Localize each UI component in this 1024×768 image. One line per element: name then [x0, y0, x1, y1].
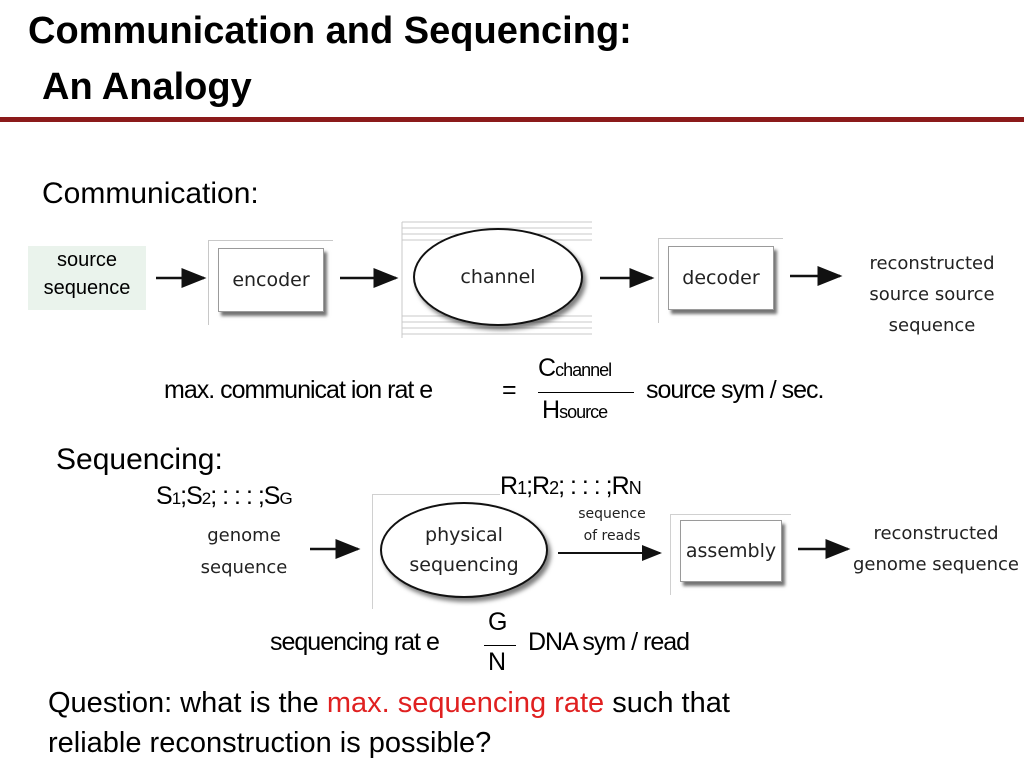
channel-ellipse: channel [413, 228, 583, 326]
source-sequence-box: source sequence [28, 246, 146, 310]
comm-formula-lhs: max. communicat ion rat e [164, 376, 433, 404]
reads-line2: of reads [583, 528, 641, 544]
decoder-frame [658, 238, 783, 323]
genome-sequence-label: genome sequence [190, 520, 298, 584]
source-label-line2: sequence [43, 277, 131, 299]
reconstructed-source-line2: source source sequence [869, 284, 995, 336]
seq-formula-numerator: G [488, 608, 507, 636]
comm-formula-equals: = [502, 376, 517, 404]
reconstructed-genome-line1: reconstructed [873, 523, 999, 544]
sequencing-heading: Sequencing: [56, 443, 223, 476]
reconstructed-genome-label: reconstructed genome sequence [852, 518, 1020, 580]
genome-sg: S [263, 482, 281, 510]
genome-dots: ; : : : ; [210, 482, 265, 510]
reconstructed-genome-line2: genome sequence [853, 554, 1019, 575]
question-line2: reliable reconstruction is possible? [48, 727, 492, 759]
assembly-box: assembly [680, 520, 782, 582]
seq-formula-rhs: DNA sym / read [528, 628, 690, 656]
slide-title-line2: An Analogy [42, 66, 252, 108]
read-dots: ; : : : ; [558, 472, 613, 500]
read-rn: R [611, 472, 630, 500]
sequence-of-reads-label: sequence of reads [566, 503, 658, 547]
comm-den-sub: source [559, 402, 608, 422]
comm-formula-denominator: Hsource [542, 396, 608, 425]
encoder-label: encoder [232, 269, 310, 291]
slide-title-line1: Communication and Sequencing: [28, 10, 632, 52]
reconstructed-source-label: reconstructed source source sequence [850, 248, 1014, 341]
communication-heading: Communication: [42, 177, 259, 210]
genome-sg-sub: G [279, 489, 292, 508]
comm-num-main: C [538, 354, 556, 382]
genome-s1-sub: 1 [171, 489, 182, 508]
assembly-label: assembly [685, 540, 777, 562]
question-highlight: max. sequencing rate [326, 687, 605, 719]
comm-formula-rhs: source sym / sec. [646, 376, 824, 404]
channel-label: channel [460, 266, 536, 288]
comm-formula-fraction-bar [538, 392, 634, 393]
read-r1: R [500, 472, 518, 500]
genome-line2: sequence [200, 557, 288, 578]
physical-line2: sequencing [409, 554, 519, 576]
encoder-box: encoder [218, 248, 324, 312]
genome-s1: S [156, 482, 173, 510]
read-r1-sub: 1 [517, 478, 527, 498]
read-symbols: R1;R2; : : : ;RN [500, 472, 645, 501]
read-r2: R [532, 472, 550, 500]
genome-symbols: S1;S2; : : : ;SG [156, 482, 298, 511]
comm-num-sub: channel [555, 360, 612, 380]
comm-den-main: H [542, 396, 560, 424]
read-r2-sub: 2 [549, 478, 559, 498]
seq-formula-denominator: N [488, 648, 506, 676]
genome-line1: genome [207, 525, 281, 546]
decoder-label: decoder [682, 267, 760, 289]
encoder-frame [208, 240, 333, 325]
reads-line1: sequence [578, 506, 646, 522]
question-suffix: such that [604, 687, 730, 719]
read-sep1: ; [526, 472, 533, 500]
genome-s2: S [186, 482, 203, 510]
comm-formula-numerator: Cchannel [538, 354, 612, 383]
question-line1: Question: what is the max. sequencing ra… [48, 684, 730, 722]
genome-sep1: ; [180, 482, 187, 510]
decoder-box: decoder [668, 246, 774, 310]
seq-formula-fraction-bar [484, 645, 516, 646]
reconstructed-source-line1: reconstructed [869, 253, 995, 274]
physical-line1: physical [425, 524, 503, 546]
seq-formula-lhs: sequencing rat e [270, 628, 440, 656]
question-prefix: Question: what is the [48, 687, 327, 719]
source-label-line1: source [56, 249, 118, 271]
title-divider [0, 117, 1024, 122]
physical-sequencing-ellipse: physical sequencing [380, 502, 548, 598]
genome-s2-sub: 2 [201, 489, 212, 508]
read-rn-sub: N [628, 478, 642, 498]
